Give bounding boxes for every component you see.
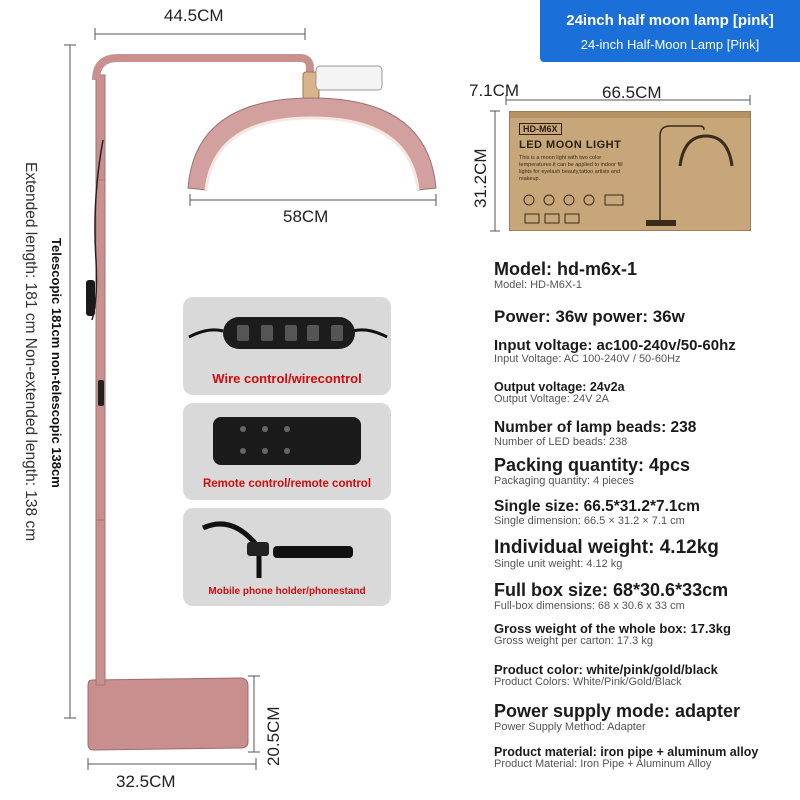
wire-control-icon [188,317,388,349]
box-description: This is a moon light with two color temp… [519,155,623,182]
product-box: HD-M6X LED MOON LIGHT This is a moon lig… [509,111,751,231]
spec-single-size: Single size: 66.5*31.2*7.1cm Single dime… [494,498,700,527]
wire-control-caption: Wire control/wirecontrol [212,371,362,386]
phone-holder-caption: Mobile phone holder/phonestand [208,586,366,597]
spec-packing-quantity: Packing quantity: 4pcs Packaging quantit… [494,455,691,487]
base-width-label: 32.5CM [116,772,176,791]
box-model: HD-M6X [519,123,562,135]
remote-control-caption: Remote control/remote control [202,478,372,490]
base-depth-label: 20.5CM [264,706,283,766]
banner-subtitle: 24-inch Half-Moon Lamp [Pink] [580,37,760,52]
spec-product-color: Product color: white/pink/gold/black Pro… [494,662,718,688]
dimension-lines [64,28,751,770]
phone-holder-card: Mobile phone holder/phonestand [183,508,391,606]
banner-title: 24inch half moon lamp [pink] [566,12,774,29]
box-lamp-sketch [646,125,734,226]
spec-model: Model: hd-m6x-1 Model: HD-M6X-1 [494,259,638,291]
spec-full-box-size: Full box size: 68*30.6*33cm Full-box dim… [494,580,729,612]
arc-width-label: 58CM [283,207,329,226]
spec-product-material: Product material: iron pipe + aluminum a… [494,745,759,770]
spec-power: Power: 36w power: 36w [494,307,685,326]
phone-holder-icon [201,521,353,578]
box-height-label: 31.2CM [471,148,490,208]
wire-control-card: Wire control/wirecontrol [183,297,391,395]
spec-individual-weight: Individual weight: 4.12kg Single unit we… [494,537,719,570]
box-depth-label: 7.1CM [469,81,520,100]
spec-gross-weight: Gross weight of the whole box: 17.3kg Gr… [494,621,731,647]
box-product-name: LED MOON LIGHT [519,139,622,151]
top-width-label: 44.5CM [164,6,224,25]
spec-power-supply: Power supply mode: adapter Power Supply … [494,701,741,733]
box-width-label: 66.5CM [602,83,662,102]
spec-input-voltage: Input voltage: ac100-240v/50-60hz Input … [494,337,736,365]
remote-control-card: Remote control/remote control [183,403,391,500]
box-certification-icons [523,194,624,224]
extended-length-text: Extended length: 181 cm Non-extended len… [22,162,39,542]
title-banner: 24inch half moon lamp [pink] 24-inch Hal… [540,0,800,62]
spec-lamp-beads: Number of lamp beads: 238 Number of LED … [494,419,697,448]
telescopic-length-text: Telescopic 181cm non-telescopic 138cm [49,238,64,488]
remote-control-icon [213,417,361,465]
spec-output-voltage: Output voltage: 24v2a Output Voltage: 24… [494,380,625,405]
